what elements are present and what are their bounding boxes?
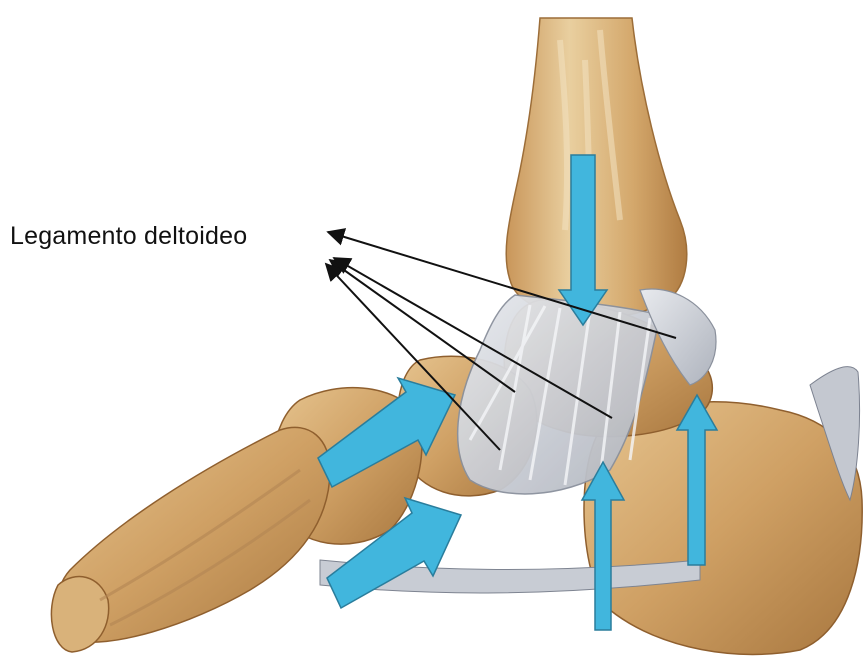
tibia-bone [506,18,687,318]
ligament-label: Legamento deltoideo [10,222,247,251]
